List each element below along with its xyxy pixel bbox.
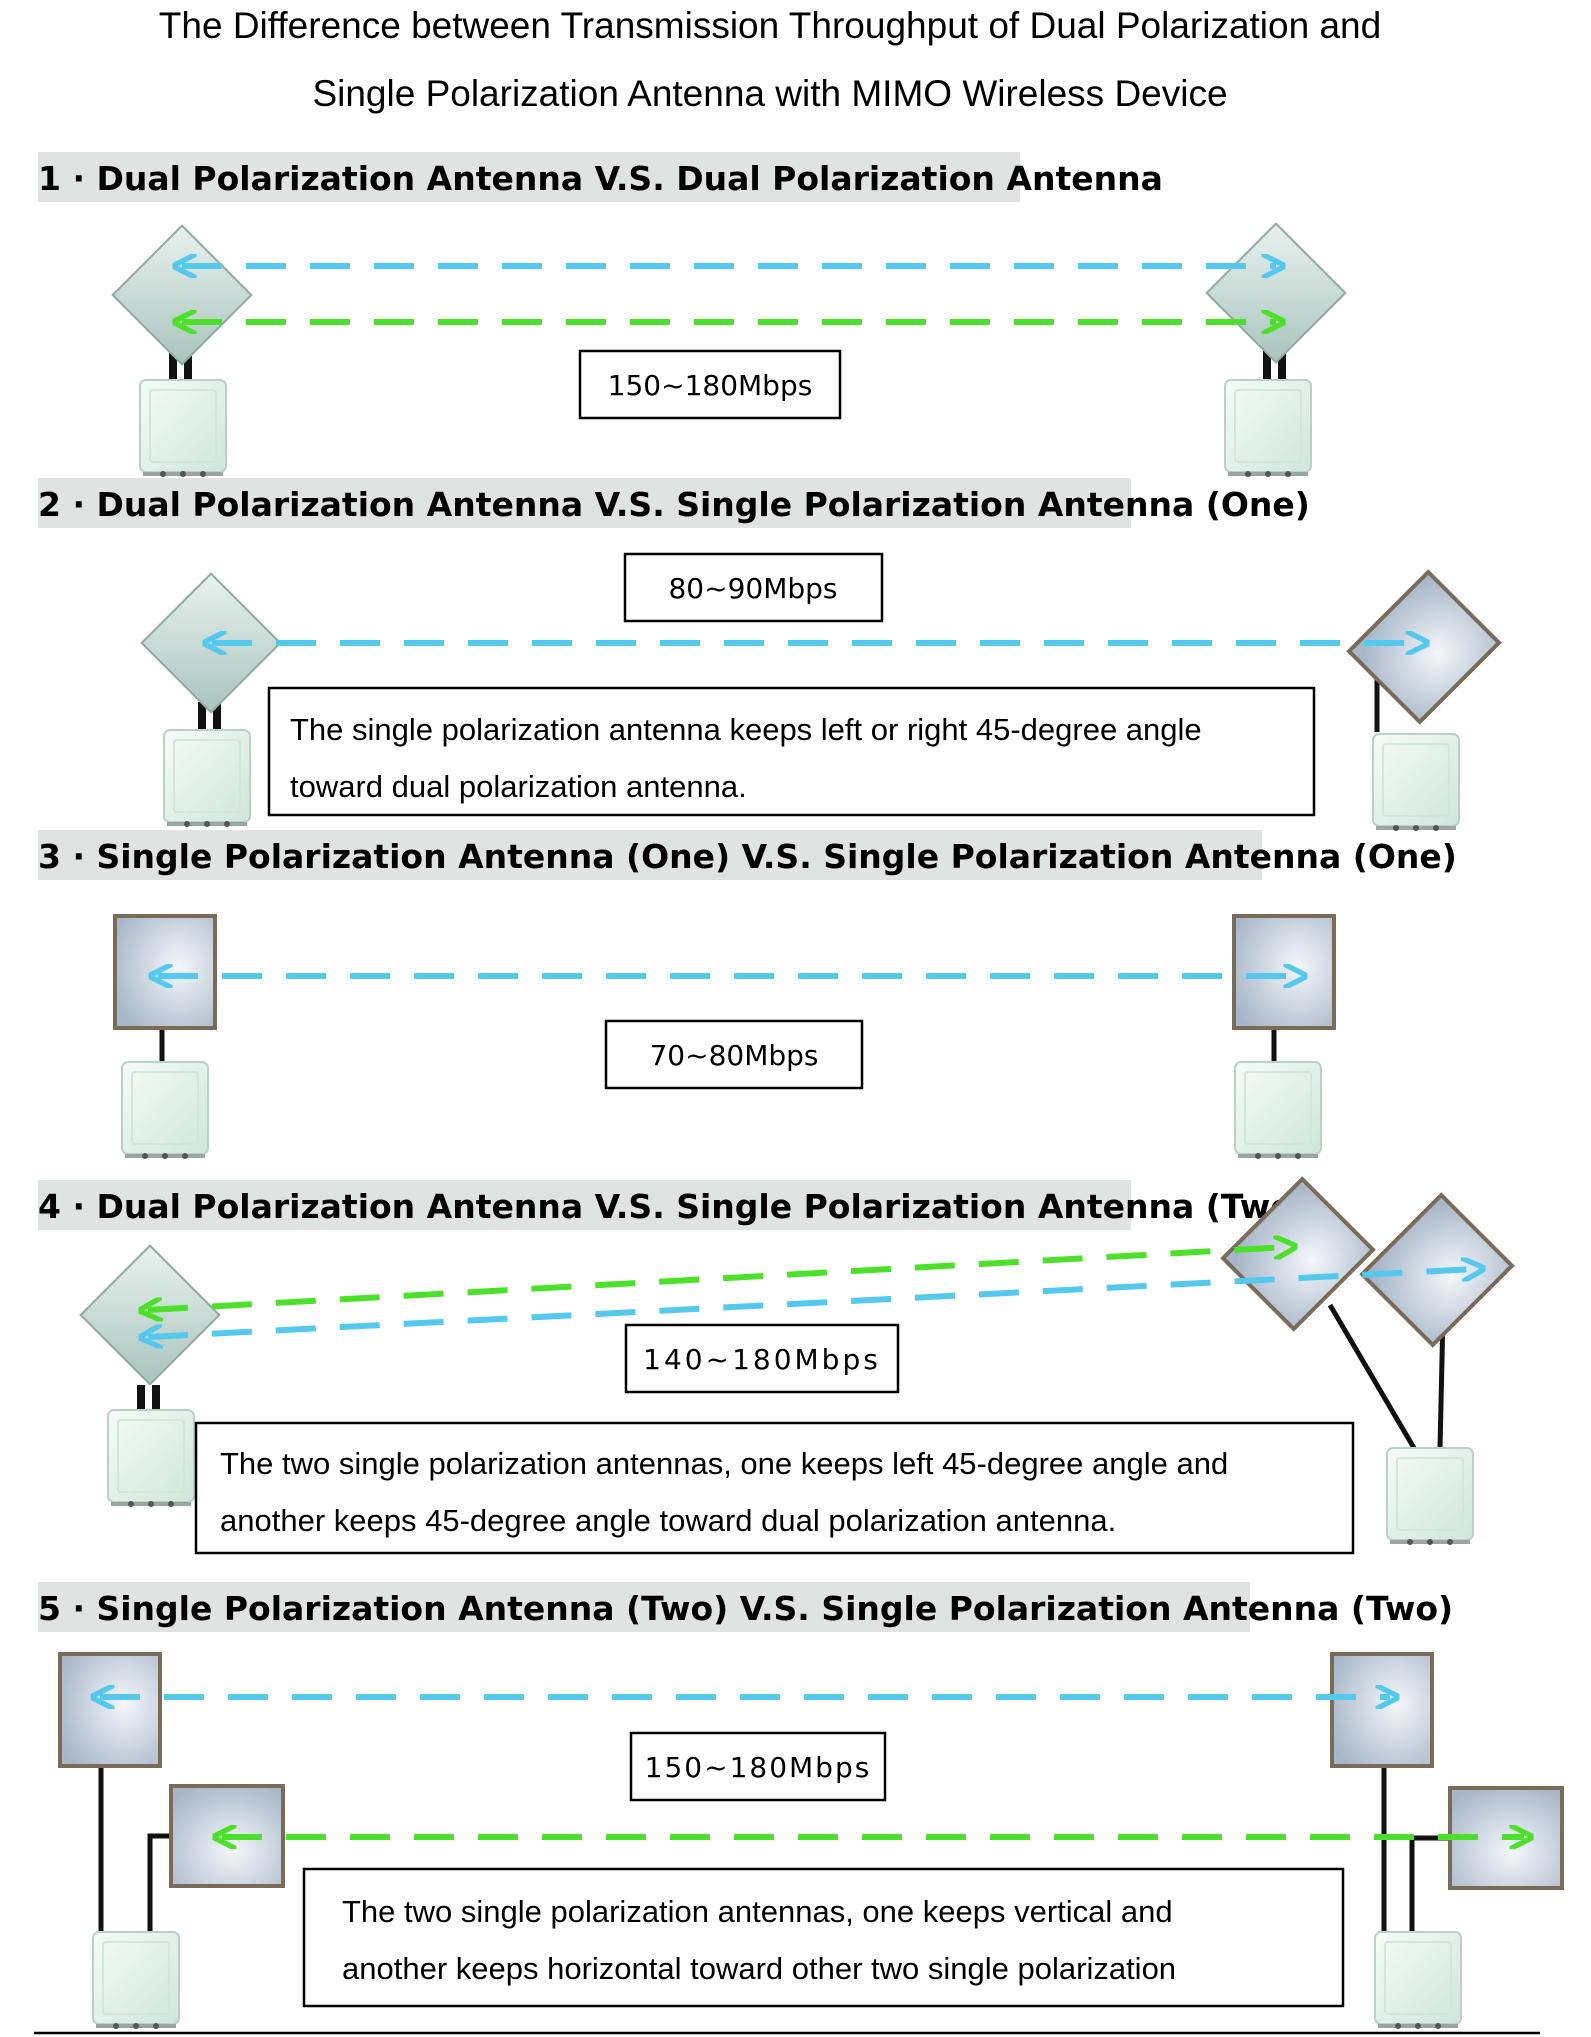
section-5-left-devices (58, 1652, 285, 2030)
section-1-left-device (111, 224, 253, 478)
section-1-rate: 150~180Mbps (608, 369, 813, 402)
section-4-blue-link (148, 1269, 1476, 1337)
section-4-note-line-2: another keeps 45-degree angle toward dua… (220, 1503, 1116, 1538)
section-3-heading: 3 · Single Polarization Antenna (One) V.… (38, 837, 1457, 876)
section-4-heading-band (38, 1180, 1131, 1230)
section-2-rate: 80~90Mbps (668, 572, 837, 605)
section-2-rate-box (623, 552, 884, 623)
section-2-note-line-2: toward dual polarization antenna. (290, 769, 747, 804)
section-2-right-device (1346, 569, 1502, 832)
section-1-heading: 1 · Dual Polarization Antenna V.S. Dual … (38, 159, 1163, 198)
section-2-heading: 2 · Dual Polarization Antenna V.S. Singl… (38, 485, 1310, 524)
page-title-line-2: Single Polarization Antenna with MIMO Wi… (312, 73, 1227, 114)
section-1-right-device (1205, 222, 1347, 478)
section-4-rate-box (624, 1323, 900, 1394)
section-4-note-line-1: The two single polarization antennas, on… (220, 1446, 1228, 1481)
section-5: 5 · Single Polarization Antenna (Two) V.… (38, 1582, 1564, 2030)
section-2-heading-band (38, 478, 1131, 528)
section-1-rate-box (578, 349, 842, 420)
section-5-rate: 150~180Mbps (645, 1751, 872, 1784)
section-5-note-box (302, 1867, 1345, 2008)
section-3: 3 · Single Polarization Antenna (One) V.… (38, 830, 1457, 1160)
section-4: 4 · Dual Polarization Antenna V.S. Singl… (38, 1176, 1515, 1555)
section-1-heading-band (38, 152, 1020, 202)
section-5-note-line-2: another keeps horizontal toward other tw… (342, 1951, 1176, 1986)
section-4-note-box (194, 1421, 1355, 1555)
section-3-rate-box (604, 1019, 864, 1090)
section-2-note-line-1: The single polarization antenna keeps le… (290, 712, 1202, 747)
section-5-heading-band (38, 1582, 1250, 1632)
section-3-rate: 70~80Mbps (649, 1039, 818, 1072)
section-5-rate-box (629, 1731, 887, 1802)
section-3-right-device (1232, 914, 1336, 1160)
section-3-heading-band (38, 830, 1262, 880)
section-4-green-link (148, 1247, 1288, 1310)
page-title-line-1: The Difference between Transmission Thro… (159, 5, 1381, 46)
section-4-heading: 4 · Dual Polarization Antenna V.S. Singl… (38, 1187, 1308, 1226)
section-5-heading: 5 · Single Polarization Antenna (Two) V.… (38, 1589, 1453, 1628)
section-1: 1 · Dual Polarization Antenna V.S. Dual … (38, 152, 1347, 478)
section-4-rate: 140~180Mbps (643, 1343, 881, 1376)
section-5-right-devices (1330, 1652, 1564, 2030)
section-2: 2 · Dual Polarization Antenna V.S. Singl… (38, 478, 1502, 832)
section-2-left-device (140, 572, 282, 828)
section-5-note-line-1: The two single polarization antennas, on… (342, 1894, 1173, 1929)
section-3-left-device (113, 914, 217, 1160)
section-2-note-box (267, 686, 1316, 817)
section-4-left-device (79, 1244, 221, 1508)
